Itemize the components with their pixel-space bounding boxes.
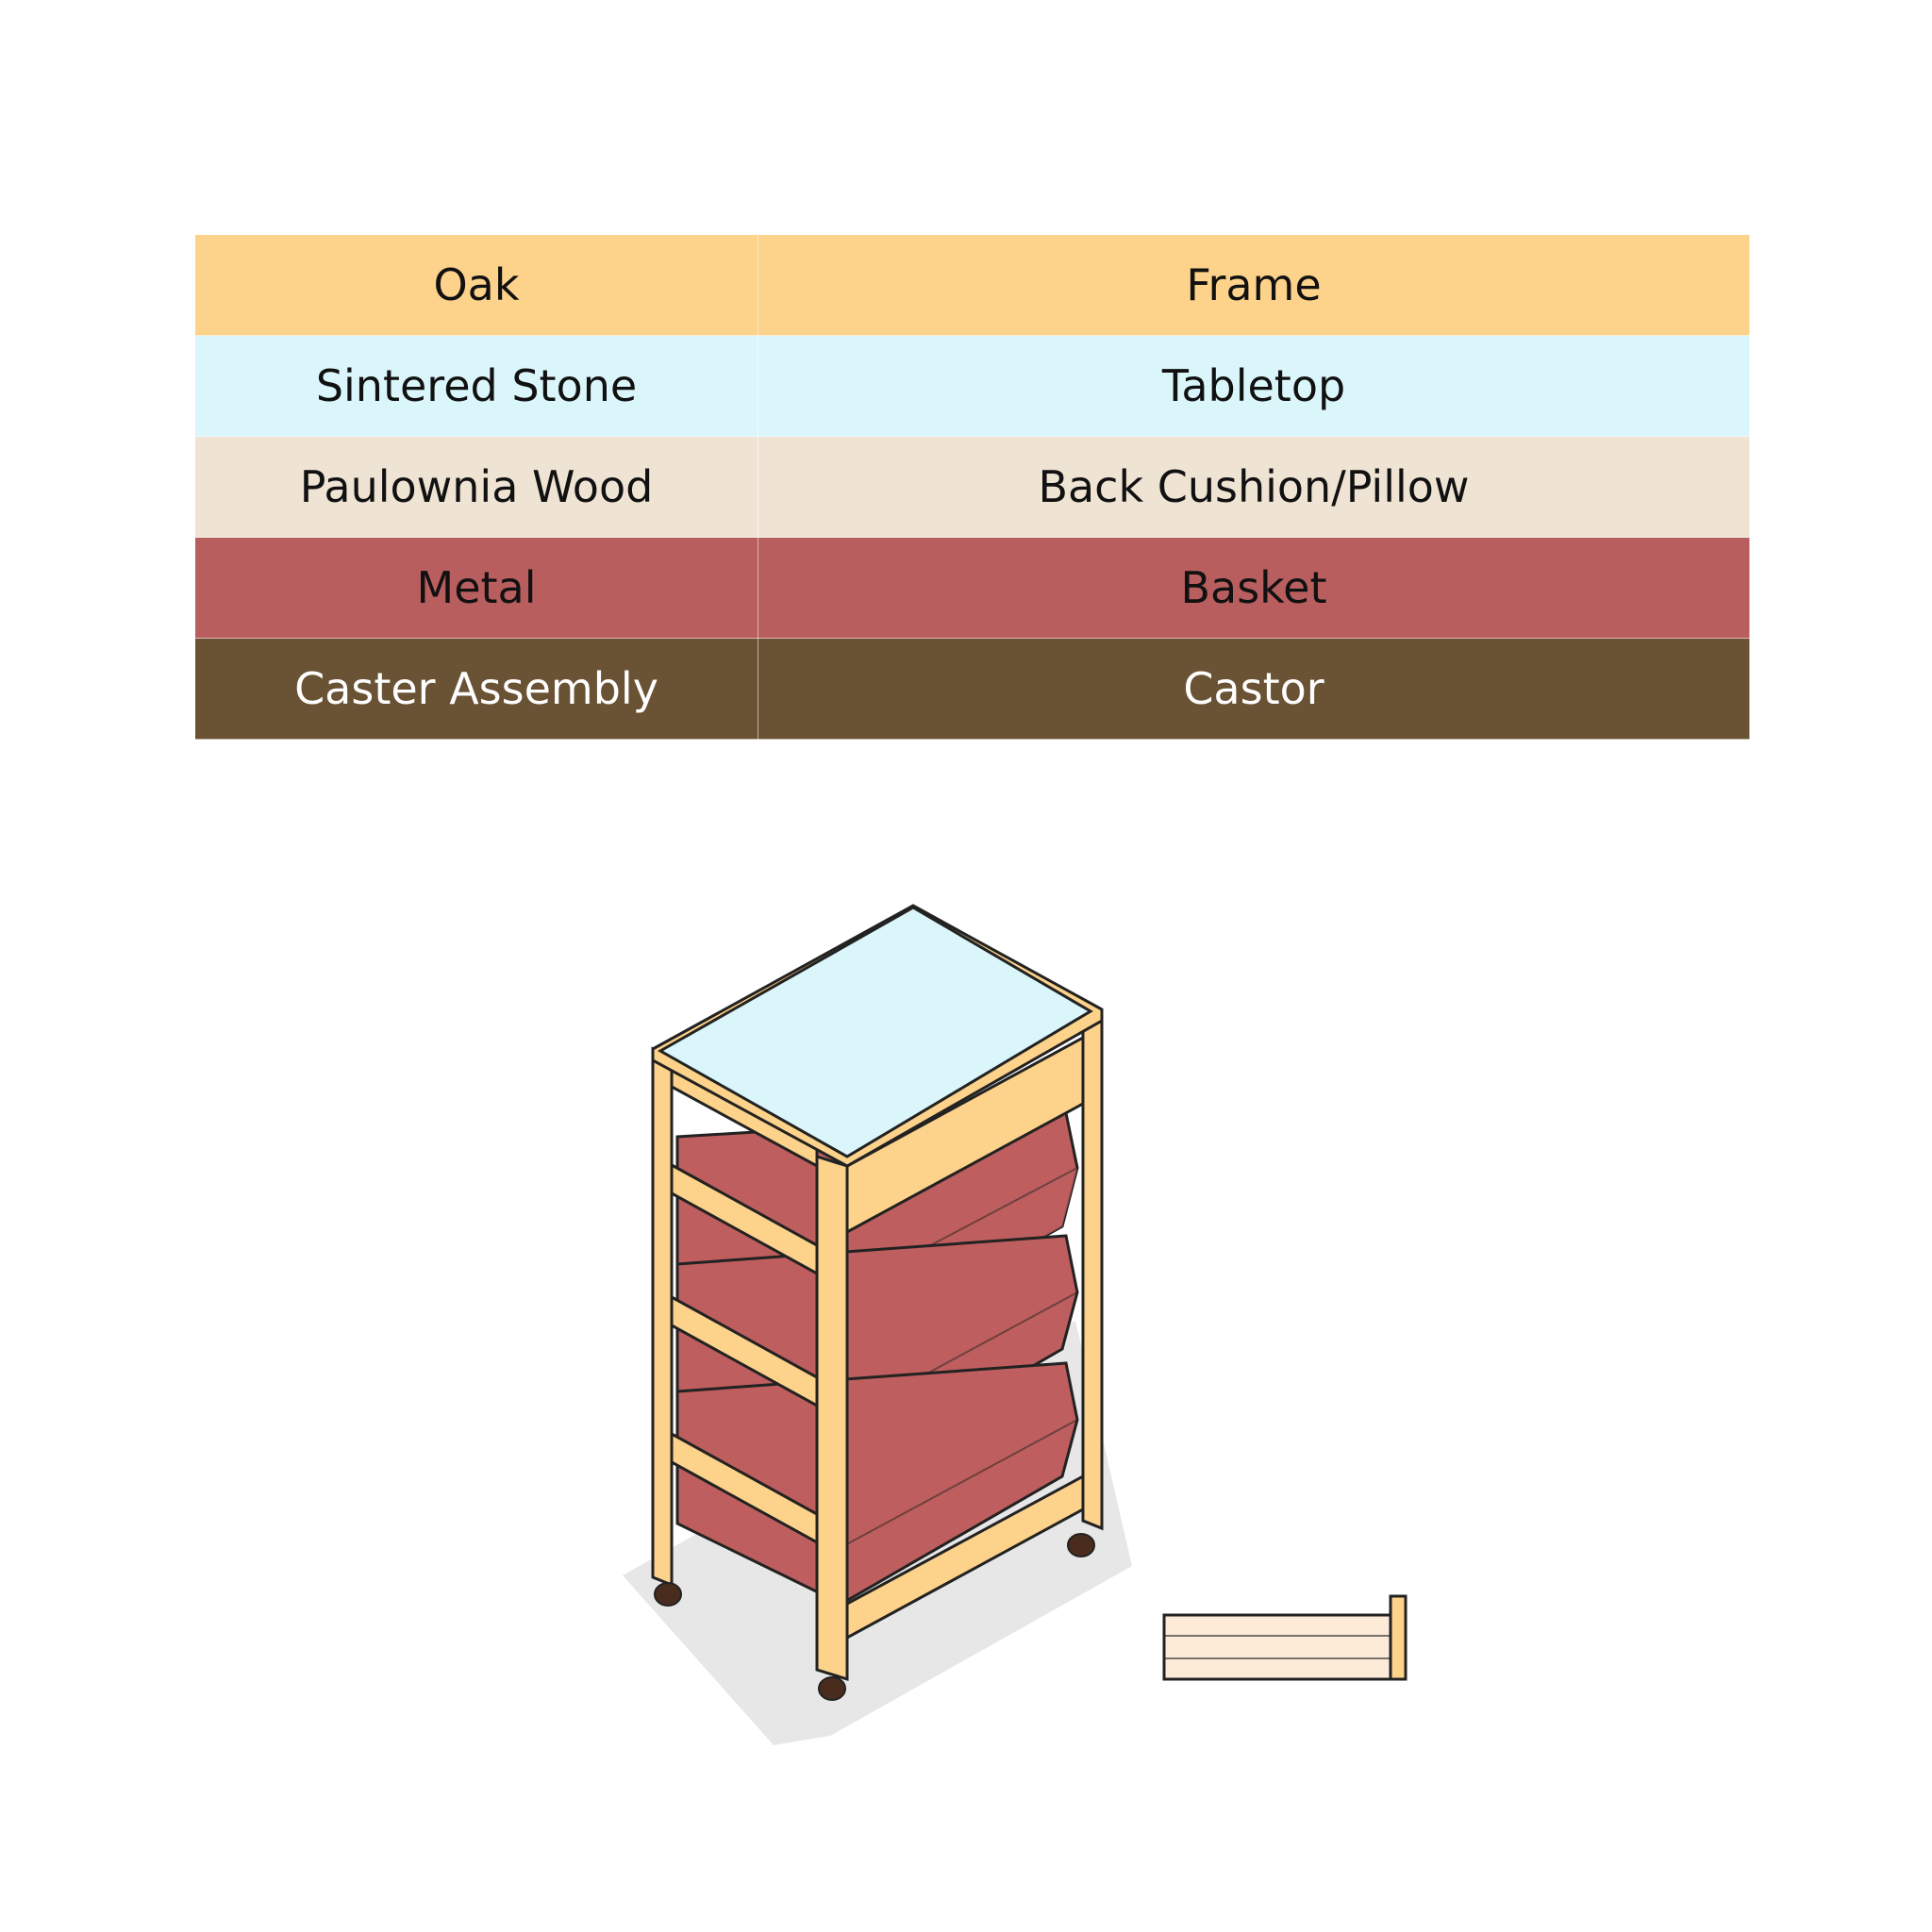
legend-part-cell: Back Cushion/Pillow [758, 436, 1750, 538]
legend-material-cell: Metal [194, 537, 758, 639]
castor-right [1067, 1533, 1095, 1557]
legend-part-cell: Castor [758, 638, 1750, 740]
legend-row-basket: Metal Basket [194, 537, 1750, 639]
baskets [675, 1111, 1079, 1606]
castors [654, 1533, 1095, 1701]
basket-bottom [675, 1361, 1079, 1606]
legend-material-cell: Caster Assembly [194, 638, 758, 740]
legend-row-tabletop: Sintered Stone Tabletop [194, 335, 1750, 437]
castor-front-center [818, 1676, 846, 1701]
legend-material-cell: Sintered Stone [194, 335, 758, 437]
material-legend-table: Oak Frame Sintered Stone Tabletop Paulow… [194, 234, 1750, 740]
castor-front-left [654, 1582, 682, 1607]
legend-part-cell: Basket [758, 537, 1750, 639]
legend-row-castor: Caster Assembly Castor [194, 638, 1750, 740]
legend-row-back-cushion: Paulownia Wood Back Cushion/Pillow [194, 436, 1750, 538]
legend-row-frame: Oak Frame [194, 234, 1750, 336]
legend-part-cell: Frame [758, 234, 1750, 336]
tabletop [651, 904, 1104, 1168]
back-board [1162, 1594, 1407, 1681]
legend-material-cell: Paulownia Wood [194, 436, 758, 538]
cart-front-frame [651, 1007, 1104, 1682]
legend-material-cell: Oak [194, 234, 758, 336]
legend-part-cell: Tabletop [758, 335, 1750, 437]
